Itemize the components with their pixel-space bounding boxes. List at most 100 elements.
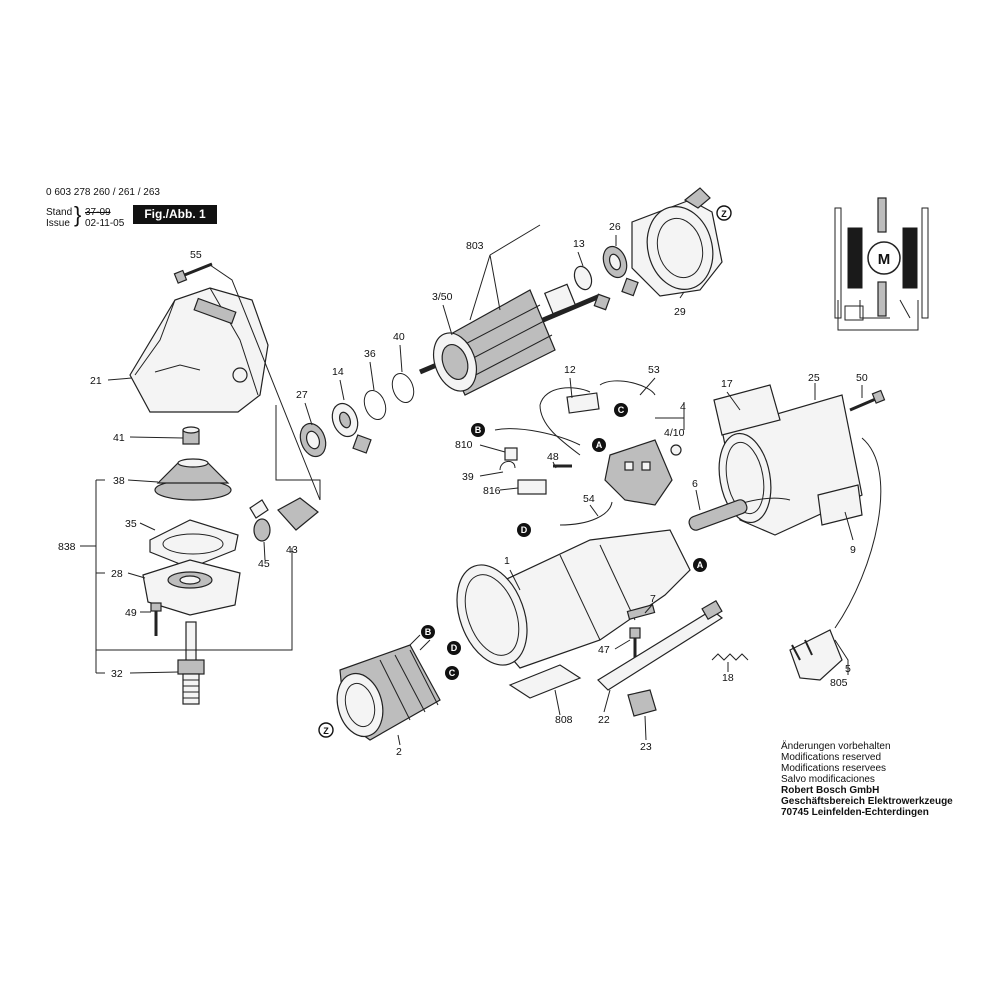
ring-36-drawing xyxy=(363,389,387,421)
note-address: 70745 Leinfelden-Echterdingen xyxy=(781,807,929,818)
note-line: Änderungen vorbehalten xyxy=(781,741,891,752)
motor-symbol: M xyxy=(878,251,891,268)
part-number: 27 xyxy=(296,389,308,401)
circlip-40-drawing xyxy=(391,372,415,404)
stator-2-drawing xyxy=(336,634,441,741)
bearing-flange-28-drawing xyxy=(142,559,241,616)
bearing-26-drawing xyxy=(602,245,639,297)
part-number: 13 xyxy=(573,238,585,250)
part-number-labels: 55 21 41 38 35 838 28 49 32 27 14 36 40 … xyxy=(58,221,868,758)
part-number: 29 xyxy=(674,306,686,318)
marker-d: D xyxy=(451,643,458,653)
connection-markers: Z Z A A B B C C D D xyxy=(318,205,732,738)
screw-49-drawing xyxy=(150,602,162,636)
figure-label: Fig./Abb. 1 xyxy=(133,205,217,224)
part-number: 26 xyxy=(609,221,621,233)
wiring-switch-drawing xyxy=(494,380,682,526)
gasket-35-drawing xyxy=(149,519,239,569)
part-number: 49 xyxy=(125,607,137,619)
issue-value: 02-11-05 xyxy=(85,218,125,229)
marker-b: B xyxy=(425,627,432,637)
marker-d: D xyxy=(521,525,528,535)
part-number: 18 xyxy=(722,672,734,684)
bearing-14-drawing xyxy=(331,402,372,454)
part-number: 810 xyxy=(455,439,473,451)
part-number: 53 xyxy=(648,364,660,376)
bearing-13-drawing xyxy=(573,265,611,311)
spindle-32-drawing xyxy=(177,621,205,705)
part-number: 40 xyxy=(393,331,405,343)
part-number: 4 xyxy=(680,401,686,413)
stand-label: Stand xyxy=(46,207,73,218)
cable-805-drawing xyxy=(688,437,882,681)
note-line: Modifications reservees xyxy=(781,763,887,774)
part-number: 35 xyxy=(125,518,137,530)
leader-lines xyxy=(80,224,863,746)
stand-value: 37-09 xyxy=(85,207,111,218)
part-number: 28 xyxy=(111,568,123,580)
label-808-drawing xyxy=(508,664,582,699)
issue-label: Issue xyxy=(46,218,70,229)
gear-housing-drawing xyxy=(129,287,269,413)
pinion-45-43-drawing xyxy=(249,497,319,542)
part-number: 50 xyxy=(856,372,868,384)
part-number: 38 xyxy=(113,475,125,487)
notes-block: Änderungen vorbehalten Modifications res… xyxy=(781,741,953,818)
note-line: Salvo modificaciones xyxy=(781,774,875,785)
part-number: 22 xyxy=(598,714,610,726)
fan-housing-29-drawing xyxy=(631,187,723,297)
part-number: 25 xyxy=(808,372,820,384)
part-number: 5 xyxy=(845,663,851,675)
armature-803-drawing xyxy=(419,283,601,396)
marker-c: C xyxy=(618,405,625,415)
header-brace: } xyxy=(74,202,82,227)
switch-slider-22-drawing xyxy=(597,599,724,717)
part-number: 805 xyxy=(830,677,848,689)
part-number: 6 xyxy=(692,478,698,490)
part-number: 4/10 xyxy=(664,427,685,439)
note-division: Geschäftsbereich Elektrowerkzeuge xyxy=(781,796,953,807)
part-number: 32 xyxy=(111,668,123,680)
part-number: 17 xyxy=(721,378,733,390)
part-number: 808 xyxy=(555,714,573,726)
nut-41-drawing xyxy=(182,426,200,445)
model-numbers: 0 603 278 260 / 261 / 263 xyxy=(46,187,160,198)
part-number: 55 xyxy=(190,249,202,261)
marker-a: A xyxy=(596,440,603,450)
part-number: 54 xyxy=(583,493,595,505)
note-line: Modifications reserved xyxy=(781,752,882,763)
part-number: 3/50 xyxy=(432,291,453,303)
bevel-gear-38-drawing xyxy=(154,458,232,501)
bearing-27-drawing xyxy=(299,422,327,458)
motor-housing-1-drawing xyxy=(456,529,691,669)
marker-c: C xyxy=(449,668,456,678)
part-number: 838 xyxy=(58,541,76,553)
motor-schematic: M xyxy=(834,197,929,331)
marker-z: Z xyxy=(721,209,727,219)
spring-18-drawing xyxy=(711,653,749,661)
part-number: 816 xyxy=(483,485,501,497)
part-number: 23 xyxy=(640,741,652,753)
part-number: 14 xyxy=(332,366,344,378)
part-number: 45 xyxy=(258,558,270,570)
part-number: 7 xyxy=(650,593,656,605)
part-number: 21 xyxy=(90,375,102,387)
part-number: 39 xyxy=(462,471,474,483)
part-number: 2 xyxy=(396,746,402,758)
part-number: 36 xyxy=(364,348,376,360)
part-number: 803 xyxy=(466,240,484,252)
part-number: 12 xyxy=(564,364,576,376)
part-number: 9 xyxy=(850,544,856,556)
marker-a: A xyxy=(697,560,704,570)
note-company: Robert Bosch GmbH xyxy=(781,785,880,796)
part-number: 41 xyxy=(113,432,125,444)
part-number: 47 xyxy=(598,644,610,656)
screw-55-drawing xyxy=(173,262,213,284)
part-number: 43 xyxy=(286,544,298,556)
part-number: 1 xyxy=(504,555,510,567)
screw-50-drawing xyxy=(849,389,886,412)
marker-z: Z xyxy=(323,726,329,736)
part-number: 48 xyxy=(547,451,559,463)
marker-b: B xyxy=(475,425,482,435)
